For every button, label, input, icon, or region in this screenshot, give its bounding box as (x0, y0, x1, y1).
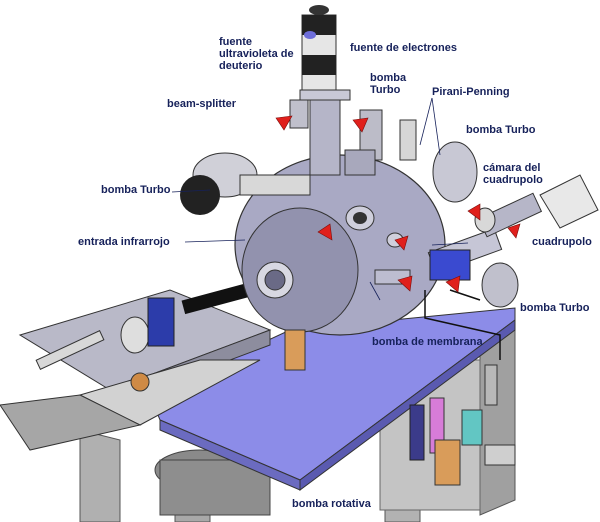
label-bomba-turbo-left: bomba Turbo (101, 184, 171, 196)
cables (424, 289, 501, 360)
beam-splitter-arrow (275, 115, 293, 131)
uv-source-column (299, 5, 351, 176)
leader-lines (171, 97, 469, 301)
label-bomba-membrana: bomba de membrana (372, 336, 483, 348)
turbo-lower-arrow (397, 275, 413, 292)
pointer-arrows (275, 115, 521, 293)
quadrupole-chamber-arrow (467, 203, 481, 221)
quadrupole-arrow (507, 223, 521, 239)
vacuum-chamber (234, 154, 446, 371)
label-beam-splitter: beam-splitter (167, 98, 237, 110)
optical-rail (0, 279, 272, 451)
pump-fittings (180, 99, 478, 215)
label-pirani-penning: Pirani-Penning (432, 86, 510, 98)
pirani-arrow (394, 235, 409, 251)
label-cuadrupolo: cuadrupolo (532, 236, 592, 248)
label-camara-cuadrupolo: cámara del cuadrupolo (483, 162, 543, 186)
label-bomba-turbo-top: bomba Turbo (370, 72, 407, 96)
entrada-infrarrojo-arrow (317, 223, 333, 241)
turbo-top-arrow (352, 117, 369, 133)
membrana-arrow (445, 275, 461, 293)
label-fuente-ultravioleta: fuente ultravioleta de deuterio (219, 36, 294, 72)
table-top (149, 307, 516, 491)
label-bomba-rotativa: bomba rotativa (292, 498, 371, 510)
label-fuente-electrones: fuente de electrones (350, 42, 457, 54)
rack-components (409, 364, 516, 486)
label-bomba-turbo-right: bomba Turbo (466, 124, 536, 136)
label-entrada-infrarrojo: entrada infrarrojo (78, 236, 170, 248)
label-bomba-turbo-lower: bomba Turbo (520, 302, 590, 314)
